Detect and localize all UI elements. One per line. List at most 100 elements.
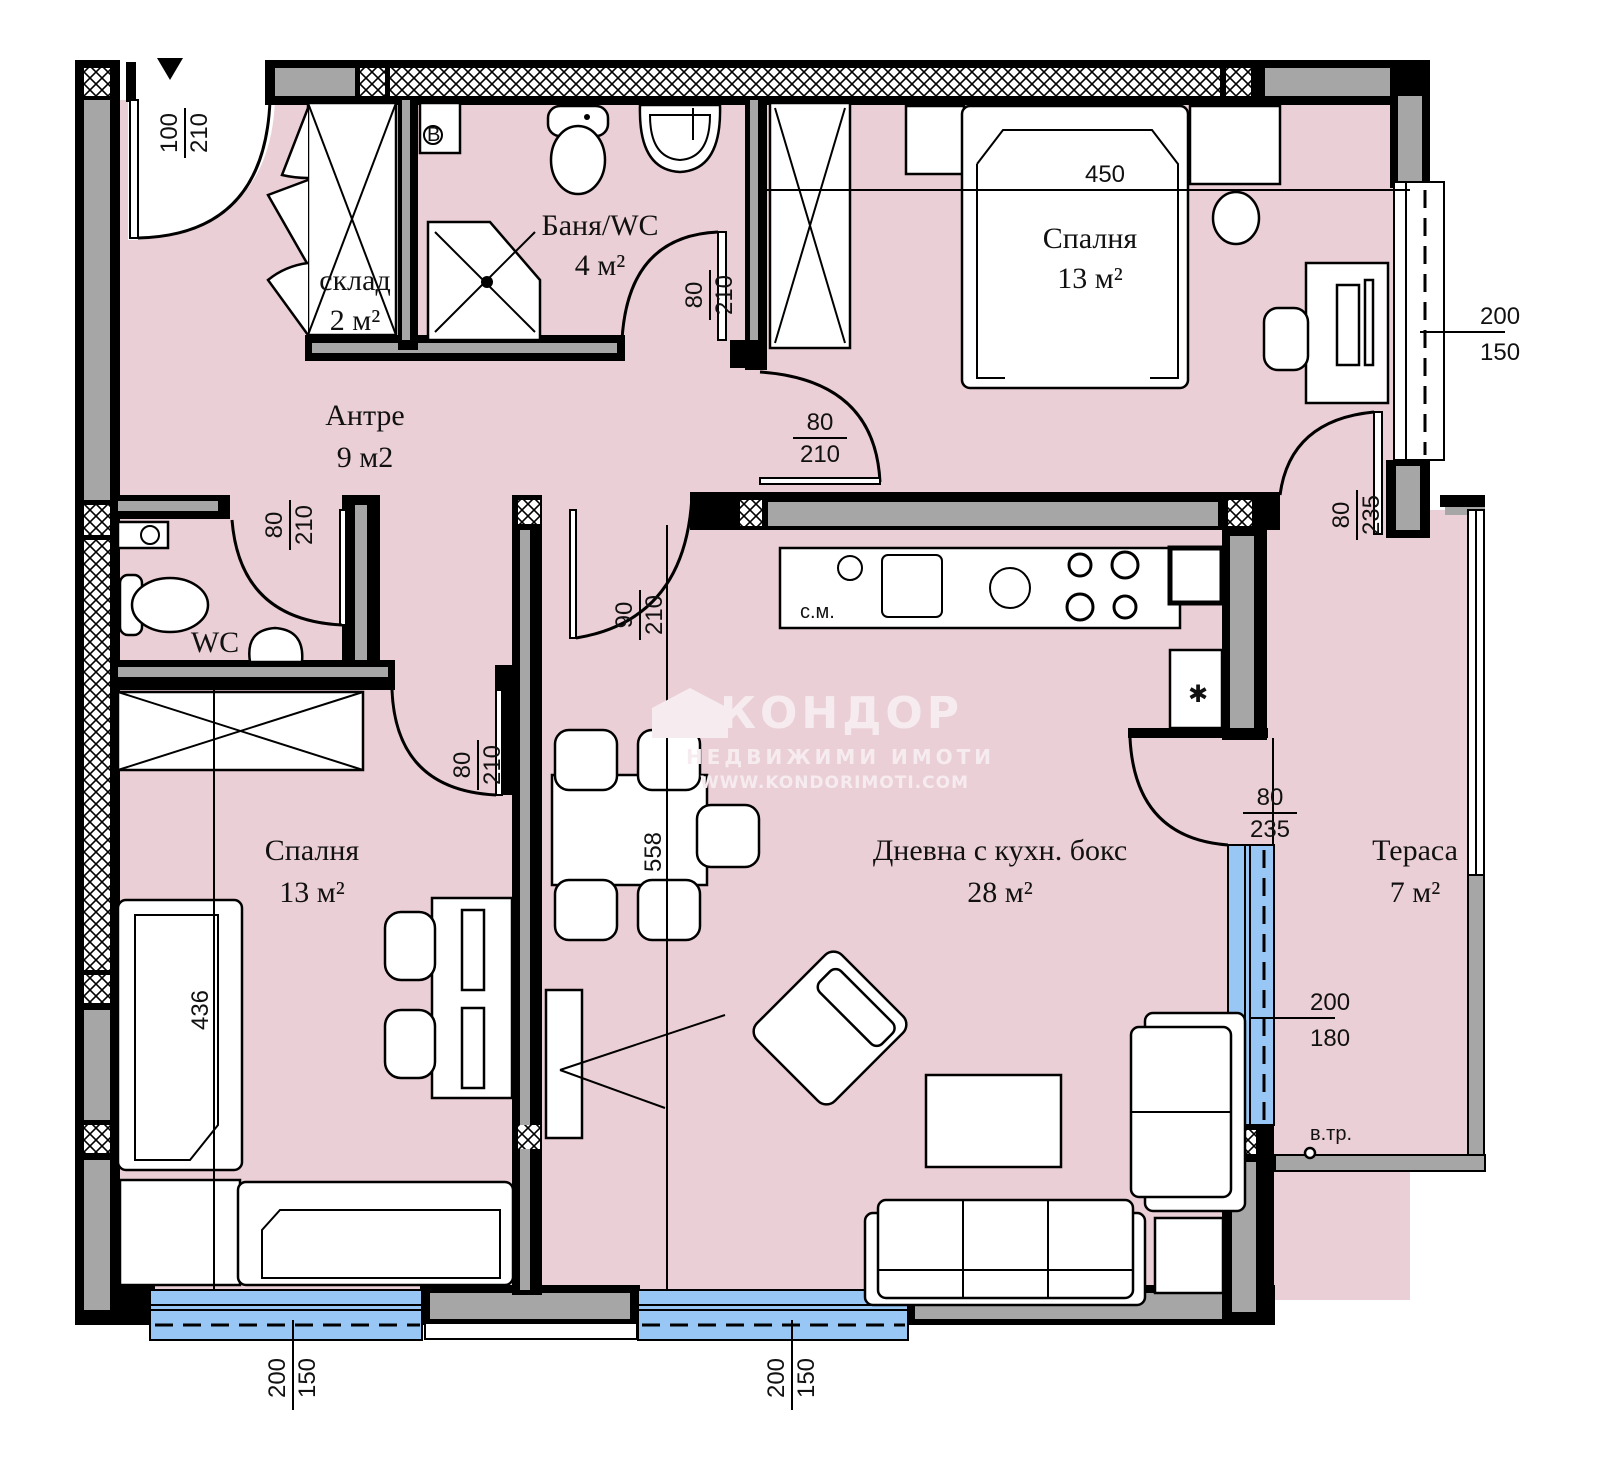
room-labels: склад 2 м² Баня/WC 4 м² Спалня 13 м² Ант…	[191, 209, 1458, 909]
kitchen-counter: с.м.	[778, 545, 1225, 630]
svg-text:235: 235	[1358, 495, 1385, 535]
windows	[149, 181, 1445, 1341]
tv-unit	[544, 988, 726, 1140]
armchair	[752, 950, 908, 1106]
svg-text:210: 210	[641, 595, 668, 635]
coffee-table	[924, 1073, 1063, 1169]
living-door-dim: 90 210	[611, 590, 668, 640]
svg-text:9 м2: 9 м2	[337, 441, 393, 474]
svg-text:2 м²: 2 м²	[330, 304, 380, 337]
svg-text:Спалня: Спалня	[1043, 222, 1138, 255]
svg-text:90: 90	[611, 602, 638, 629]
living-terrace-door[interactable]	[1128, 737, 1274, 847]
side-sofa	[1129, 1011, 1247, 1213]
bathroom-door-dim: 80 210	[681, 270, 738, 320]
bedroom1-door[interactable]	[759, 370, 882, 485]
bedroom1-terrace-door-dim: 80 235	[1328, 490, 1385, 540]
svg-text:80: 80	[807, 409, 834, 436]
sink-icon	[638, 103, 722, 174]
bedroom1-terrace-door[interactable]	[1278, 410, 1383, 535]
room-bathroom: Баня/WC 4 м²	[541, 209, 658, 282]
svg-text:200: 200	[763, 1358, 790, 1398]
boiler-icon: B	[418, 101, 462, 155]
svg-text:13 м²: 13 м²	[1057, 262, 1122, 295]
living-terrace-window-dim: 200 180	[1310, 989, 1350, 1052]
wc-sink-icon	[248, 626, 304, 664]
wc-boiler-icon	[116, 520, 170, 550]
bedroom1-desk	[1262, 261, 1390, 405]
fridge: ✱	[1168, 648, 1224, 730]
entrance-door[interactable]	[129, 99, 272, 240]
svg-text:80: 80	[449, 752, 476, 779]
entrance-arrow-icon	[157, 58, 183, 80]
svg-text:с.м.: с.м.	[800, 601, 835, 623]
sofa	[863, 1198, 1147, 1307]
svg-text:210: 210	[479, 745, 506, 785]
svg-text:Тераса: Тераса	[1372, 834, 1458, 867]
nightstand	[904, 104, 966, 176]
shower-icon	[426, 220, 542, 342]
dimension-lines	[213, 189, 1505, 1410]
double-bed	[960, 104, 1190, 390]
svg-text:150: 150	[294, 1358, 321, 1398]
bedroom2-door[interactable]	[390, 689, 503, 797]
wc-door[interactable]	[230, 509, 347, 627]
bedroom2-wardrobe	[116, 690, 365, 772]
svg-text:Антре: Антре	[325, 399, 405, 432]
side-table	[1153, 1216, 1225, 1295]
svg-text:80: 80	[1328, 502, 1355, 529]
svg-text:28 м²: 28 м²	[967, 876, 1032, 909]
svg-text:558: 558	[640, 832, 667, 872]
bedroom2-sofa-bed	[118, 1178, 515, 1287]
terrace-floor	[1280, 510, 1480, 1170]
bedroom1-door-dim: 80 210	[793, 409, 847, 468]
watermark: КОНДОР НЕДВИЖИМИ ИМОТИ WWW.KONDORIMOTI.C…	[652, 688, 991, 793]
terrace-railing	[1274, 495, 1486, 1172]
svg-text:WWW.KONDORIMOTI.COM: WWW.KONDORIMOTI.COM	[700, 773, 969, 793]
toilet-icon	[546, 104, 610, 196]
svg-text:150: 150	[1480, 339, 1520, 366]
svg-text:200: 200	[1480, 303, 1520, 330]
doors	[129, 99, 1383, 847]
svg-text:180: 180	[1310, 1025, 1350, 1052]
svg-text:80: 80	[261, 512, 288, 539]
interior-walls	[110, 100, 1280, 1295]
bedroom2-door-dim: 80 210	[449, 740, 506, 790]
living-door[interactable]	[569, 494, 694, 640]
svg-text:Дневна с кухн. бокс: Дневна с кухн. бокс	[873, 834, 1127, 867]
bedroom2-desk	[383, 896, 514, 1100]
svg-text:Спалня: Спалня	[265, 834, 360, 867]
svg-text:13 м²: 13 м²	[279, 876, 344, 909]
svg-text:210: 210	[800, 441, 840, 468]
svg-text:210: 210	[711, 275, 738, 315]
svg-text:450: 450	[1085, 161, 1125, 188]
svg-text:4 м²: 4 м²	[575, 249, 625, 282]
svg-text:B: B	[427, 124, 440, 146]
svg-text:200: 200	[1310, 989, 1350, 1016]
svg-text:WC: WC	[191, 626, 239, 659]
svg-text:200: 200	[264, 1358, 291, 1398]
room-bedroom2: Спалня 13 м²	[265, 834, 360, 909]
living-window-dim: 200 150	[763, 1358, 820, 1398]
svg-text:склад: склад	[319, 264, 390, 297]
svg-text:✱: ✱	[1188, 681, 1208, 708]
furniture: B	[116, 101, 1390, 1307]
room-hallway: Антре 9 м2	[325, 399, 405, 474]
nightstand	[1188, 104, 1282, 186]
svg-text:100: 100	[156, 113, 183, 153]
storage-wardrobe	[266, 101, 398, 337]
svg-text:210: 210	[291, 505, 318, 545]
room-wc: WC	[191, 626, 239, 659]
svg-text:436: 436	[187, 990, 214, 1030]
svg-text:КОНДОР: КОНДОР	[720, 688, 963, 739]
water-tap-icon	[1303, 1146, 1317, 1160]
bedroom1-window-dim: 200 150	[1480, 303, 1520, 366]
bedroom2-window-dim: 200 150	[264, 1358, 321, 1398]
svg-text:80: 80	[681, 282, 708, 309]
bathroom-door[interactable]	[620, 230, 727, 341]
room-terrace: Тераса 7 м²	[1372, 834, 1458, 909]
svg-text:210: 210	[186, 113, 213, 153]
plant-pot	[1211, 190, 1261, 246]
room-storage: склад 2 м²	[319, 264, 390, 337]
